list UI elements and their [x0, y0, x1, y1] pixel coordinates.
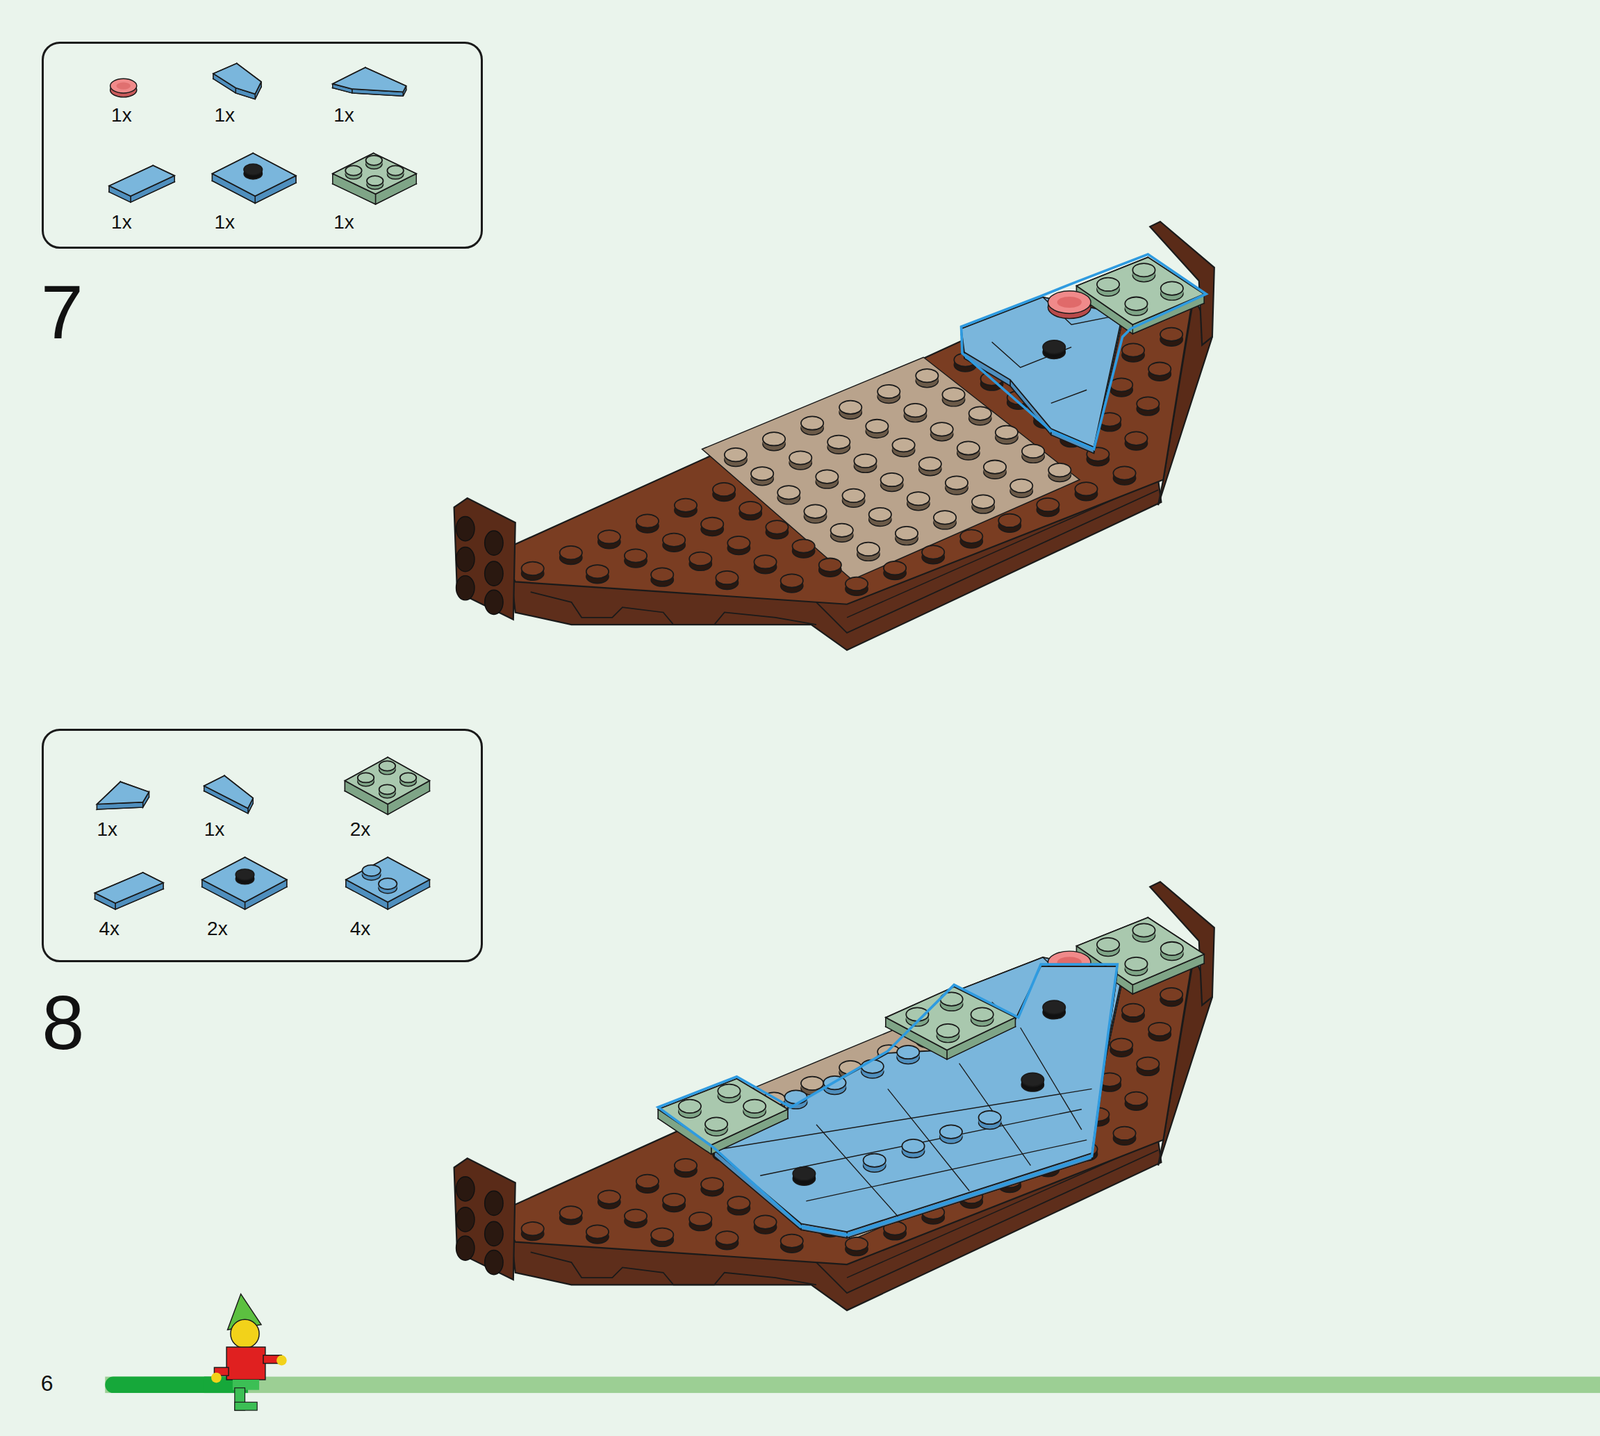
part-quantity: 2x [207, 919, 228, 939]
page-number: 6 [40, 1372, 54, 1395]
parts-icons [95, 63, 431, 910]
step-number: 8 [41, 984, 85, 1061]
part-quantity: 1x [204, 819, 226, 840]
part-quantity: 1x [213, 105, 235, 126]
step-number: 7 [40, 273, 84, 351]
part-quantity: 1x [213, 212, 235, 233]
part-quantity: 4x [350, 919, 371, 939]
part-quantity: 1x [333, 212, 355, 233]
part-quantity: 2x [350, 819, 371, 840]
step-7-model [454, 221, 1215, 651]
part-quantity: 1x [96, 819, 118, 840]
elf-figure [211, 1294, 287, 1411]
part-quantity: 1x [111, 105, 133, 126]
part-quantity: 1x [333, 105, 355, 126]
parts-callout-box: 1x 1x 1x 1x 1x 1x [41, 41, 483, 249]
part-quantity: 1x [111, 212, 133, 233]
parts-callout-box: 1x 1x 2x 4x 2x 4x [41, 728, 483, 963]
step-8-model [454, 881, 1215, 1311]
progress-bar [104, 1376, 1600, 1394]
part-quantity: 4x [98, 919, 120, 939]
